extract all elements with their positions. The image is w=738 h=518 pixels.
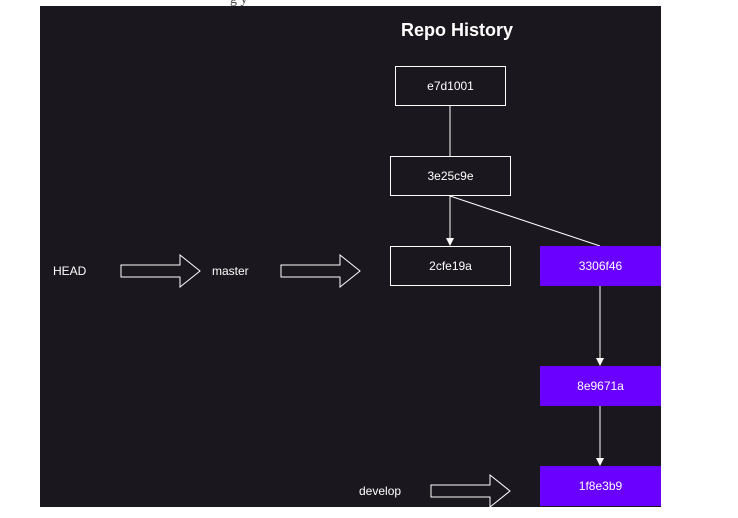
commit-hash: 1f8e3b9 xyxy=(578,479,623,493)
commit-hash: 2cfe19a xyxy=(429,259,472,273)
master-to-commit-arrow-icon xyxy=(280,254,361,288)
commit-hash: 3e25c9e xyxy=(427,169,474,183)
link-3e25c9e-3306f46 xyxy=(449,195,601,247)
commit-hash: e7d1001 xyxy=(427,79,474,93)
commit-links xyxy=(446,106,604,466)
branch-commit-node: 1f8e3b9 xyxy=(540,466,661,506)
head-label: HEAD xyxy=(53,264,87,278)
commit-node: 2cfe19a xyxy=(390,246,511,286)
commit-hash: 8e9671a xyxy=(577,379,624,393)
diagram-title: Repo History xyxy=(400,20,514,40)
branch-commit-node: 8e9671a xyxy=(540,366,661,406)
commit-node: 3e25c9e xyxy=(390,156,511,196)
develop-label: develop xyxy=(359,484,402,498)
master-label: master xyxy=(212,264,249,278)
page-header-fragment: g y xyxy=(230,0,248,8)
commit-hash: 3306f46 xyxy=(578,259,623,273)
head-to-master-arrow-icon xyxy=(120,254,201,288)
develop-to-commit-arrow-icon xyxy=(430,474,511,507)
commit-node: e7d1001 xyxy=(395,66,506,106)
branch-commit-node: 3306f46 xyxy=(540,246,661,286)
diagram-canvas: Repo History e7d1001 3e25c9e 2cfe19a 330… xyxy=(40,6,661,507)
